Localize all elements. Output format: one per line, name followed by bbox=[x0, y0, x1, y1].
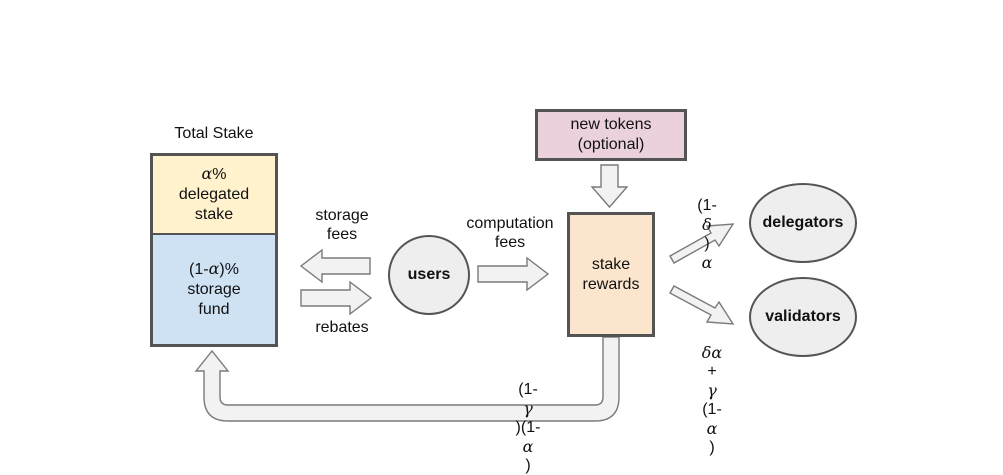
storage-label: storage bbox=[187, 281, 241, 298]
new-tokens-box: new tokens (optional) bbox=[535, 109, 687, 161]
stake-rewards-line1: stake bbox=[591, 255, 631, 273]
validators-node: validators bbox=[749, 277, 857, 357]
new-tokens-arrow bbox=[590, 164, 629, 209]
delegated-stake-section: α% delegated stake bbox=[153, 156, 275, 235]
delegators-node: delegators bbox=[749, 183, 857, 263]
alpha-symbol: α bbox=[208, 259, 220, 278]
storage-fees-arrow bbox=[299, 248, 371, 284]
validators-share-label: δα+γ(1-α) bbox=[701, 343, 723, 456]
delegated-label: delegated bbox=[178, 186, 250, 203]
percent-sign: % bbox=[212, 166, 227, 183]
return-flow-arrow bbox=[194, 336, 620, 422]
rebates-label: rebates bbox=[315, 319, 369, 336]
total-stake-title: Total Stake bbox=[174, 125, 254, 142]
storage-fund-prefix: (1- bbox=[189, 261, 209, 278]
stake-label: stake bbox=[194, 206, 234, 223]
total-stake-box: α% delegated stake (1-α)% storage fund bbox=[150, 153, 278, 347]
rebates-arrow bbox=[300, 280, 373, 316]
to-delegators-arrow bbox=[669, 223, 735, 264]
stake-rewards-box: stake rewards bbox=[567, 212, 655, 337]
alpha-symbol: α bbox=[201, 164, 213, 183]
storage-fund-suffix: )% bbox=[219, 261, 239, 278]
fund-label: fund bbox=[198, 301, 230, 318]
optional-label: (optional) bbox=[577, 136, 645, 153]
stake-rewards-line2: rewards bbox=[582, 275, 640, 293]
computation-fees-arrow bbox=[477, 256, 550, 292]
storage-fund-section: (1-α)% storage fund bbox=[153, 235, 275, 344]
new-tokens-label: new tokens bbox=[570, 116, 652, 133]
flow-arrows bbox=[194, 164, 735, 422]
delegators-share-label: (1-δ)α bbox=[697, 197, 717, 272]
storage-fees-label: storage fees bbox=[315, 207, 369, 243]
sui-tokenomics-diagram: Total Stake α% delegated stake (1-α)% st… bbox=[150, 109, 857, 474]
to-validators-arrow bbox=[669, 285, 735, 325]
users-node: users bbox=[388, 235, 470, 315]
return-flow-label: (1-γ)(1-α) bbox=[515, 381, 541, 474]
computation-fees-label: computation fees bbox=[466, 215, 554, 251]
